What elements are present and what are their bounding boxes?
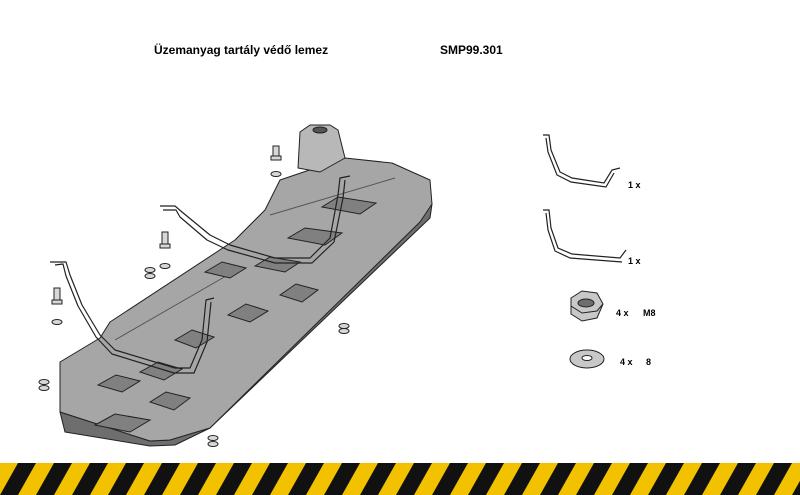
nut-icon (570, 290, 604, 322)
plate-cutouts (93, 196, 378, 433)
bracket-1-qty: 1 x (628, 180, 641, 190)
washer-qty: 4 x (620, 357, 633, 367)
washer-icon (569, 349, 605, 369)
protection-plate (59, 124, 433, 447)
bolt-icon (51, 287, 63, 325)
bolt-icon (338, 323, 350, 334)
nut-qty: 4 x (616, 308, 629, 318)
hazard-stripe (0, 463, 800, 495)
bolt-icon (270, 145, 282, 177)
bolt-icon (38, 379, 50, 391)
nut-size: M8 (643, 308, 656, 318)
bracket-1-icon (543, 134, 621, 188)
bracket-2-qty: 1 x (628, 256, 641, 266)
assembly-drawing (38, 124, 627, 447)
bracket-2-icon (543, 209, 627, 263)
bolt-icon (144, 267, 156, 279)
washer-size: 8 (646, 357, 652, 367)
bolt-icon (159, 231, 171, 269)
part-code: SMP99.301 (440, 43, 503, 57)
support-straps (50, 175, 351, 374)
bolts (38, 145, 350, 447)
bolt-icon (207, 435, 219, 447)
diagram-title: Üzemanyag tartály védő lemez (154, 43, 329, 57)
